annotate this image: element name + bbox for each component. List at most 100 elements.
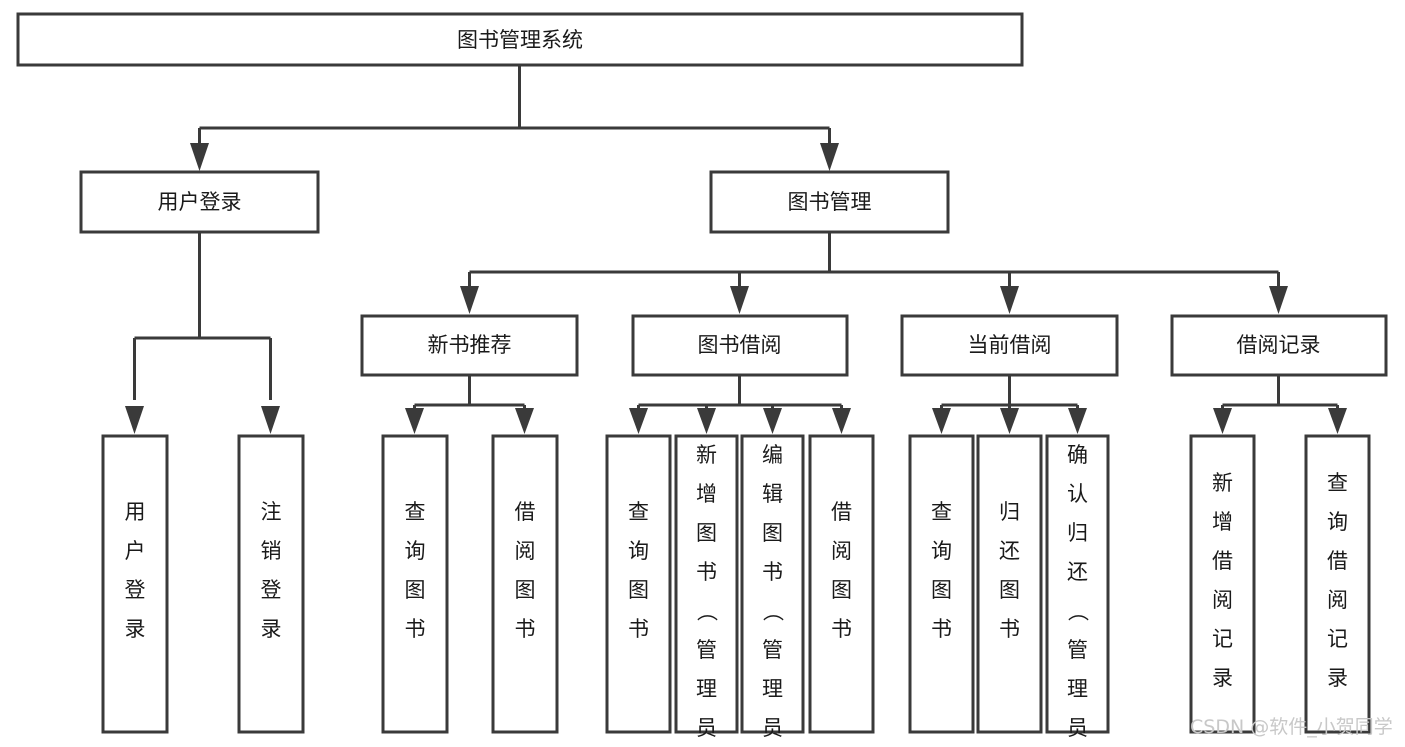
node-root-system-box[interactable] [16, 12, 1024, 67]
svg-text:借: 借 [1327, 549, 1348, 573]
svg-text:员: 员 [1067, 716, 1088, 740]
svg-text:注: 注 [261, 500, 282, 524]
svg-text:询: 询 [405, 539, 426, 563]
svg-text:查: 查 [405, 500, 426, 524]
connector-group-root [198, 65, 831, 150]
node-borrow-record[interactable]: 借阅记录 [1170, 314, 1388, 377]
leaf-query-book-recommend-box[interactable] [381, 434, 449, 734]
node-borrow-record-box[interactable] [1170, 314, 1388, 377]
leaf-user-login-label: 用户登录 [125, 500, 146, 641]
leaf-query-book-current-box[interactable] [908, 434, 975, 734]
svg-text:查: 查 [931, 500, 952, 524]
svg-text:归: 归 [1067, 521, 1088, 545]
svg-text:员: 员 [762, 716, 783, 740]
svg-text:书: 书 [762, 560, 783, 584]
svg-text:记: 记 [1327, 627, 1348, 651]
svg-text:阅: 阅 [1327, 588, 1348, 612]
connector-group-book-manage [460, 232, 1288, 314]
connector-group-current-borrow [932, 375, 1087, 434]
svg-text:认: 认 [1067, 482, 1088, 506]
node-user-login-box[interactable] [79, 170, 320, 234]
svg-text:理: 理 [1067, 677, 1088, 701]
node-new-book-recommend-box[interactable] [360, 314, 579, 377]
leaf-query-book-borrow-box[interactable] [605, 434, 672, 734]
svg-text:录: 录 [125, 617, 146, 641]
leaf-borrow-book-box[interactable] [808, 434, 875, 734]
svg-text:登: 登 [261, 578, 282, 602]
svg-text:归: 归 [999, 500, 1020, 524]
svg-text:书: 书 [999, 617, 1020, 641]
connector-group-borrow-record [1213, 375, 1347, 434]
node-user-login[interactable]: 用户登录 [79, 170, 320, 234]
svg-text:管: 管 [696, 638, 717, 662]
node-book-manage-label: 图书管理 [788, 190, 872, 214]
leaf-return-book-box[interactable] [976, 434, 1043, 734]
svg-text:查: 查 [1327, 471, 1348, 495]
node-current-borrow-box[interactable] [900, 314, 1119, 377]
leaf-user-login-box[interactable] [101, 434, 169, 734]
svg-text:确: 确 [1067, 443, 1088, 467]
node-book-manage-box[interactable] [709, 170, 950, 234]
svg-text:登: 登 [125, 578, 146, 602]
node-root-system-label: 图书管理系统 [457, 28, 583, 52]
svg-text:图: 图 [762, 521, 783, 545]
leaf-borrow-book-recommend-box[interactable] [491, 434, 559, 734]
leaf-add-borrow-record-box[interactable] [1189, 434, 1256, 734]
svg-text:（: （ [761, 601, 785, 622]
svg-text:还: 还 [999, 539, 1020, 563]
leaf-add-book-box[interactable] [674, 434, 739, 734]
svg-text:图: 图 [405, 578, 426, 602]
leaf-node[interactable]: 用户登录 [101, 434, 169, 734]
svg-text:书: 书 [931, 617, 952, 641]
svg-text:管: 管 [1067, 638, 1088, 662]
svg-text:图: 图 [831, 578, 852, 602]
node-current-borrow[interactable]: 当前借阅 [900, 314, 1119, 377]
leaf-confirm-return-box[interactable] [1045, 434, 1110, 734]
connector-group-book-borrow [629, 375, 851, 434]
svg-text:记: 记 [1212, 627, 1233, 651]
leaf-logout-box[interactable] [237, 434, 305, 734]
svg-text:书: 书 [515, 617, 536, 641]
svg-text:询: 询 [1327, 510, 1348, 534]
svg-text:询: 询 [931, 539, 952, 563]
svg-text:书: 书 [628, 617, 649, 641]
svg-text:图: 图 [931, 578, 952, 602]
node-root-system[interactable]: 图书管理系统 [16, 12, 1024, 67]
node-new-book-recommend[interactable]: 新书推荐 [360, 314, 579, 377]
svg-text:新: 新 [1212, 471, 1233, 495]
svg-text:借: 借 [831, 500, 852, 524]
node-book-manage[interactable]: 图书管理 [709, 170, 950, 234]
svg-text:新: 新 [696, 443, 717, 467]
svg-text:书: 书 [696, 560, 717, 584]
node-book-borrow[interactable]: 图书借阅 [631, 314, 849, 377]
svg-text:图: 图 [515, 578, 536, 602]
leaf-edit-book-box[interactable] [740, 434, 805, 734]
svg-text:阅: 阅 [515, 539, 536, 563]
leaf-query-borrow-record-box[interactable] [1304, 434, 1371, 734]
connector-group-new-book [405, 375, 534, 434]
svg-text:编: 编 [762, 443, 783, 467]
svg-text:增: 增 [1212, 510, 1233, 534]
svg-text:户: 户 [125, 539, 146, 563]
node-book-borrow-box[interactable] [631, 314, 849, 377]
svg-text:辑: 辑 [762, 482, 783, 506]
